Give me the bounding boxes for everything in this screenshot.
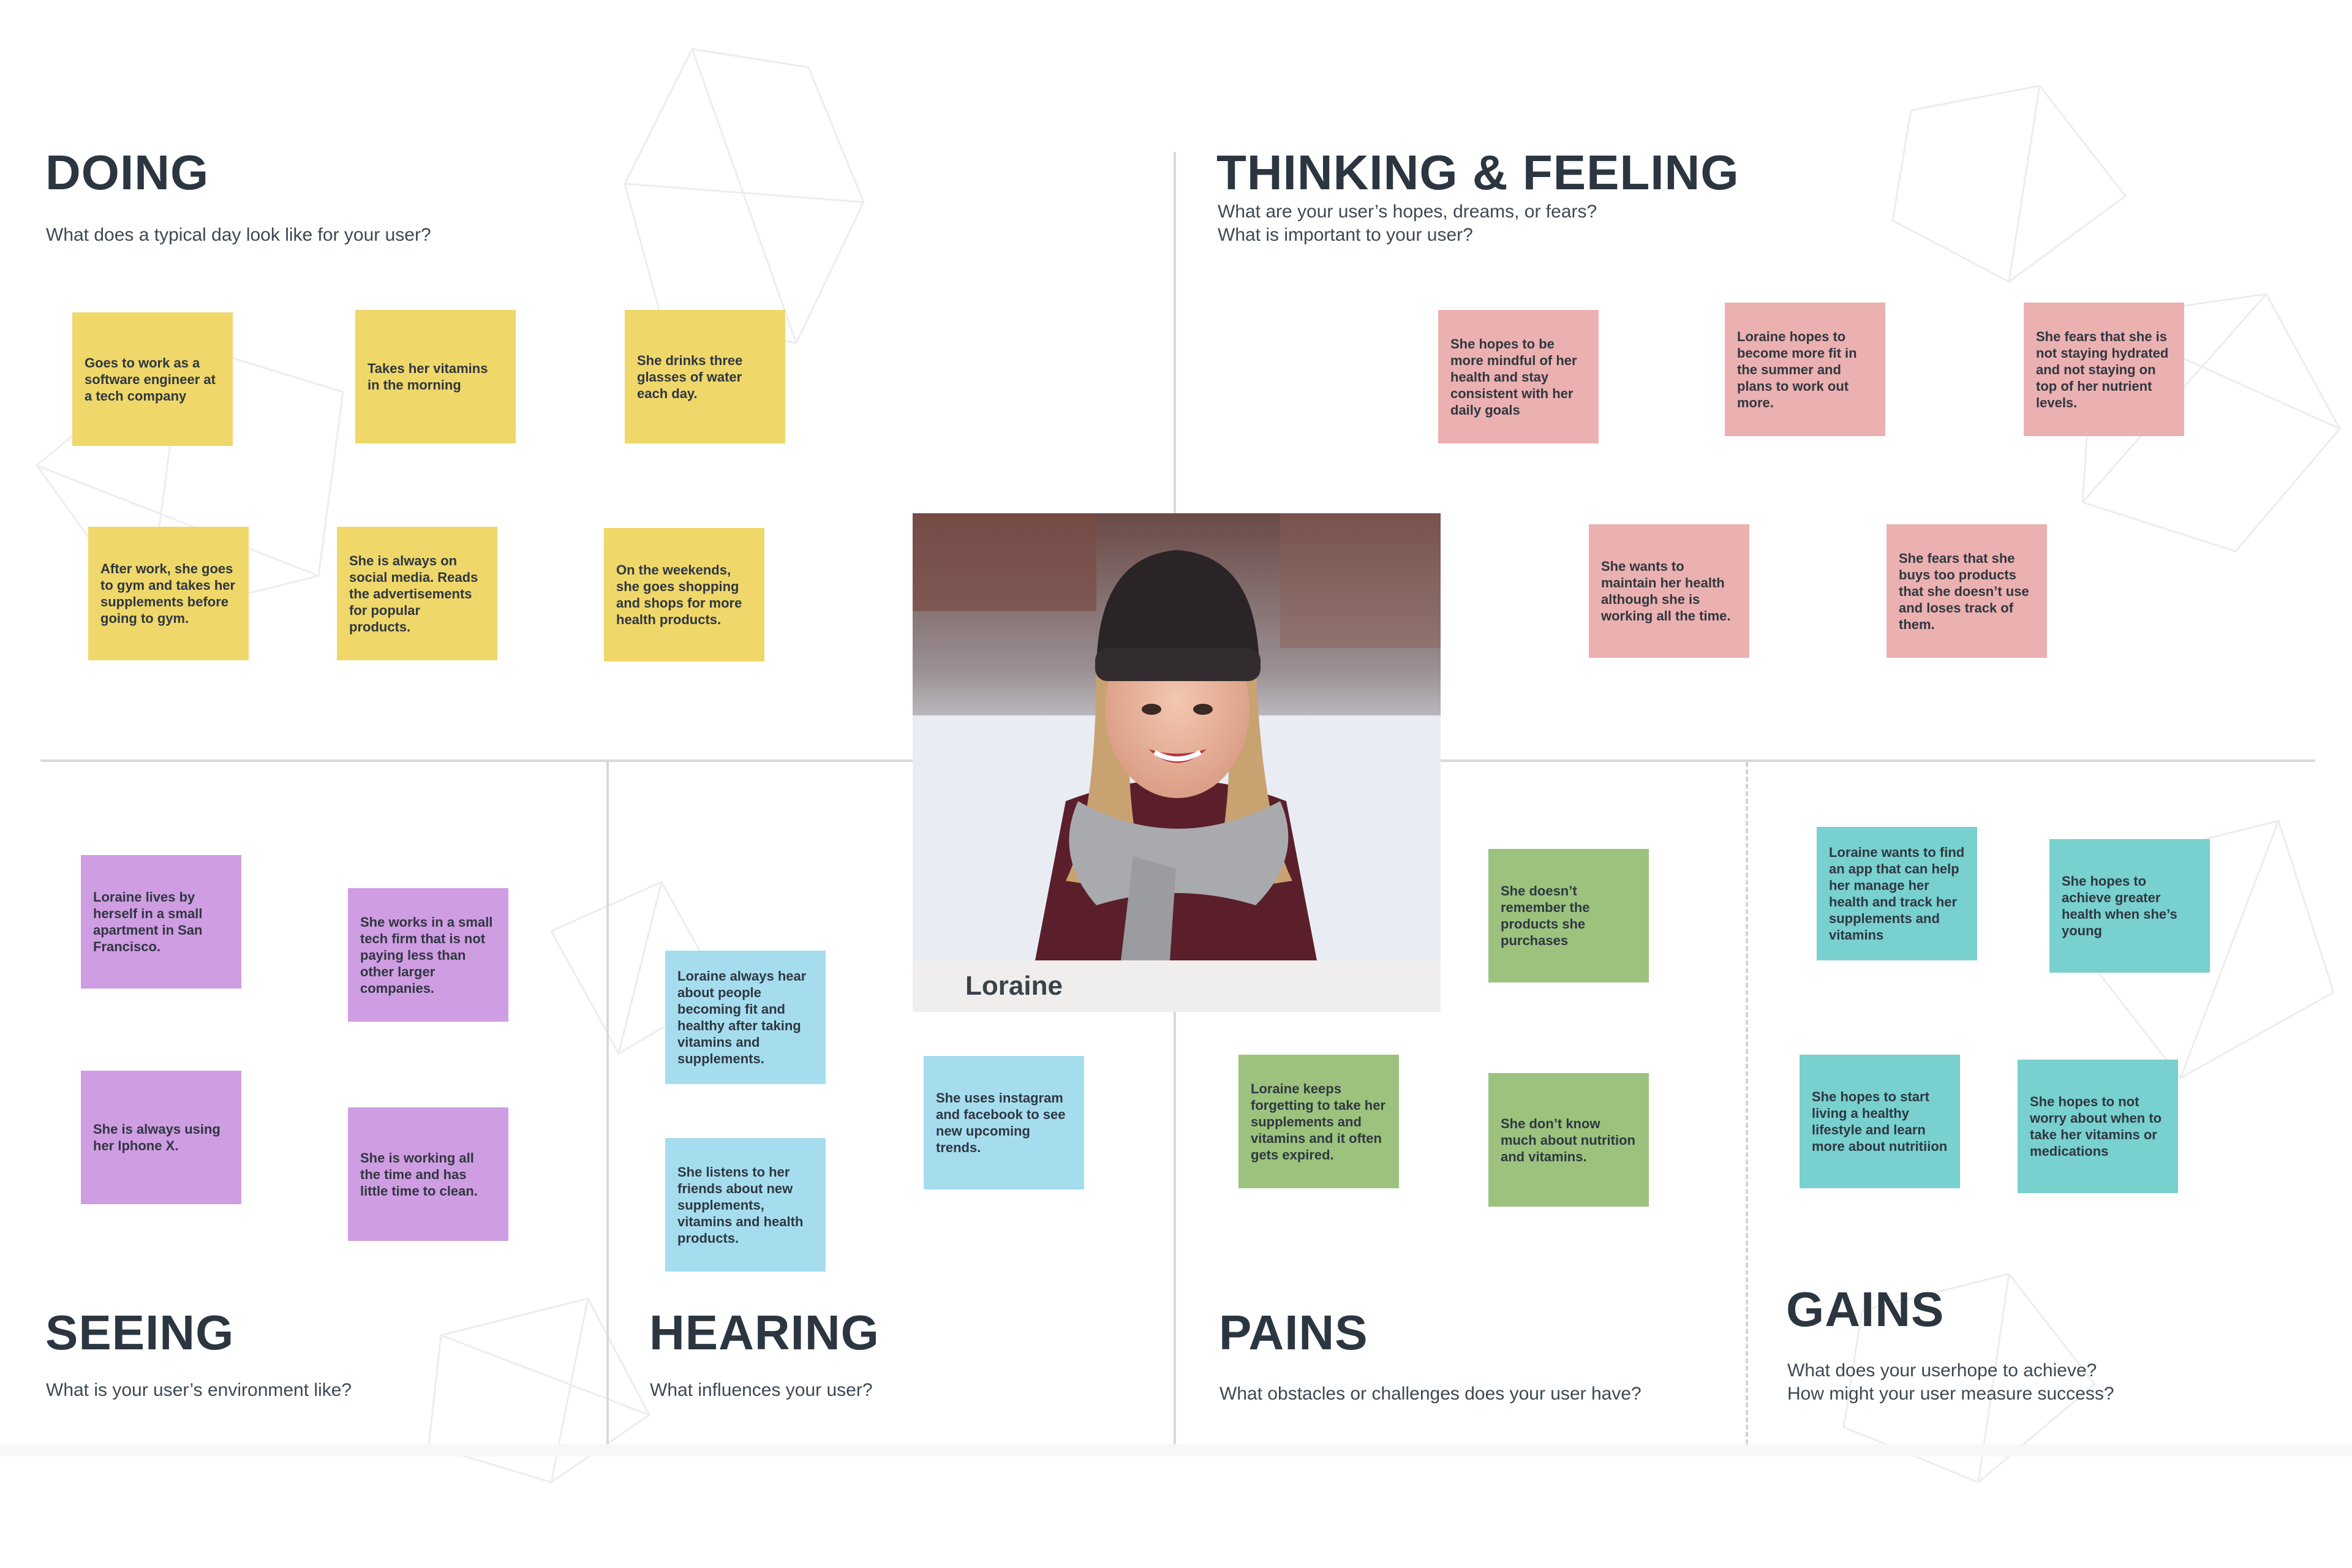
- hearing-question: What influences your user?: [650, 1380, 873, 1400]
- sticky-note[interactable]: Loraine lives by herself in a small apar…: [81, 855, 241, 989]
- persona-photo: [913, 513, 1441, 960]
- sticky-note[interactable]: She hopes to achieve greater health when…: [2049, 839, 2210, 973]
- sticky-note[interactable]: Takes her vitamins in the morning: [355, 310, 516, 443]
- sticky-note[interactable]: After work, she goes to gym and takes he…: [88, 527, 249, 660]
- sticky-note[interactable]: She don’t know much about nutrition and …: [1488, 1073, 1649, 1207]
- gains-title: GAINS: [1786, 1282, 1945, 1336]
- sticky-note[interactable]: She hopes to start living a healthy life…: [1800, 1055, 1960, 1188]
- sticky-note[interactable]: She is always on social media. Reads the…: [337, 527, 497, 660]
- thinking-feeling-question-2: What is important to your user?: [1218, 225, 1473, 245]
- doing-question: What does a typical day look like for yo…: [46, 225, 431, 245]
- sticky-note[interactable]: She works in a small tech firm that is n…: [348, 888, 508, 1022]
- hearing-title: HEARING: [649, 1305, 880, 1360]
- sticky-note[interactable]: She doesn’t remember the products she pu…: [1488, 849, 1649, 982]
- thinking-feeling-question-1: What are your user’s hopes, dreams, or f…: [1218, 202, 1597, 222]
- thinking-feeling-title: THINKING & FEELING: [1216, 145, 1740, 200]
- sticky-note[interactable]: She fears that she buys too products tha…: [1887, 524, 2047, 658]
- sticky-note[interactable]: She uses instagram and facebook to see n…: [924, 1056, 1084, 1189]
- pains-title: PAINS: [1219, 1305, 1368, 1360]
- sticky-note[interactable]: Goes to work as a software engineer at a…: [72, 312, 233, 446]
- sticky-note[interactable]: Loraine keeps forgetting to take her sup…: [1238, 1055, 1399, 1188]
- sticky-note[interactable]: She listens to her friends about new sup…: [665, 1138, 826, 1272]
- vertical-divider-dashed: [1746, 762, 1748, 1444]
- gains-question-1: What does your userhope to achieve?: [1787, 1360, 2097, 1381]
- sticky-note[interactable]: Loraine wants to find an app that can he…: [1817, 827, 1977, 960]
- sticky-note[interactable]: She drinks three glasses of water each d…: [625, 310, 785, 443]
- seeing-question: What is your user’s environment like?: [46, 1380, 352, 1400]
- sticky-note[interactable]: On the weekends, she goes shopping and s…: [604, 528, 764, 662]
- sticky-note[interactable]: Loraine hopes to become more fit in the …: [1725, 303, 1885, 436]
- sticky-note[interactable]: Loraine always hear about people becomin…: [665, 951, 826, 1084]
- sticky-note[interactable]: She is always using her Iphone X.: [81, 1071, 241, 1204]
- seeing-title: SEEING: [45, 1305, 235, 1360]
- sticky-note[interactable]: She hopes to not worry about when to tak…: [2018, 1060, 2178, 1193]
- bottom-strip: [0, 1444, 2352, 1457]
- pains-question: What obstacles or challenges does your u…: [1219, 1384, 1642, 1404]
- persona-name: Loraine: [913, 960, 1441, 1012]
- doing-title: DOING: [45, 145, 209, 200]
- gains-question-2: How might your user measure success?: [1787, 1384, 2114, 1404]
- vertical-divider-left: [606, 762, 609, 1444]
- sticky-note[interactable]: She is working all the time and has litt…: [348, 1107, 508, 1241]
- sticky-note[interactable]: She hopes to be more mindful of her heal…: [1438, 310, 1599, 443]
- sticky-note[interactable]: She wants to maintain her health althoug…: [1589, 524, 1749, 658]
- sticky-note[interactable]: She fears that she is not staying hydrat…: [2024, 303, 2184, 436]
